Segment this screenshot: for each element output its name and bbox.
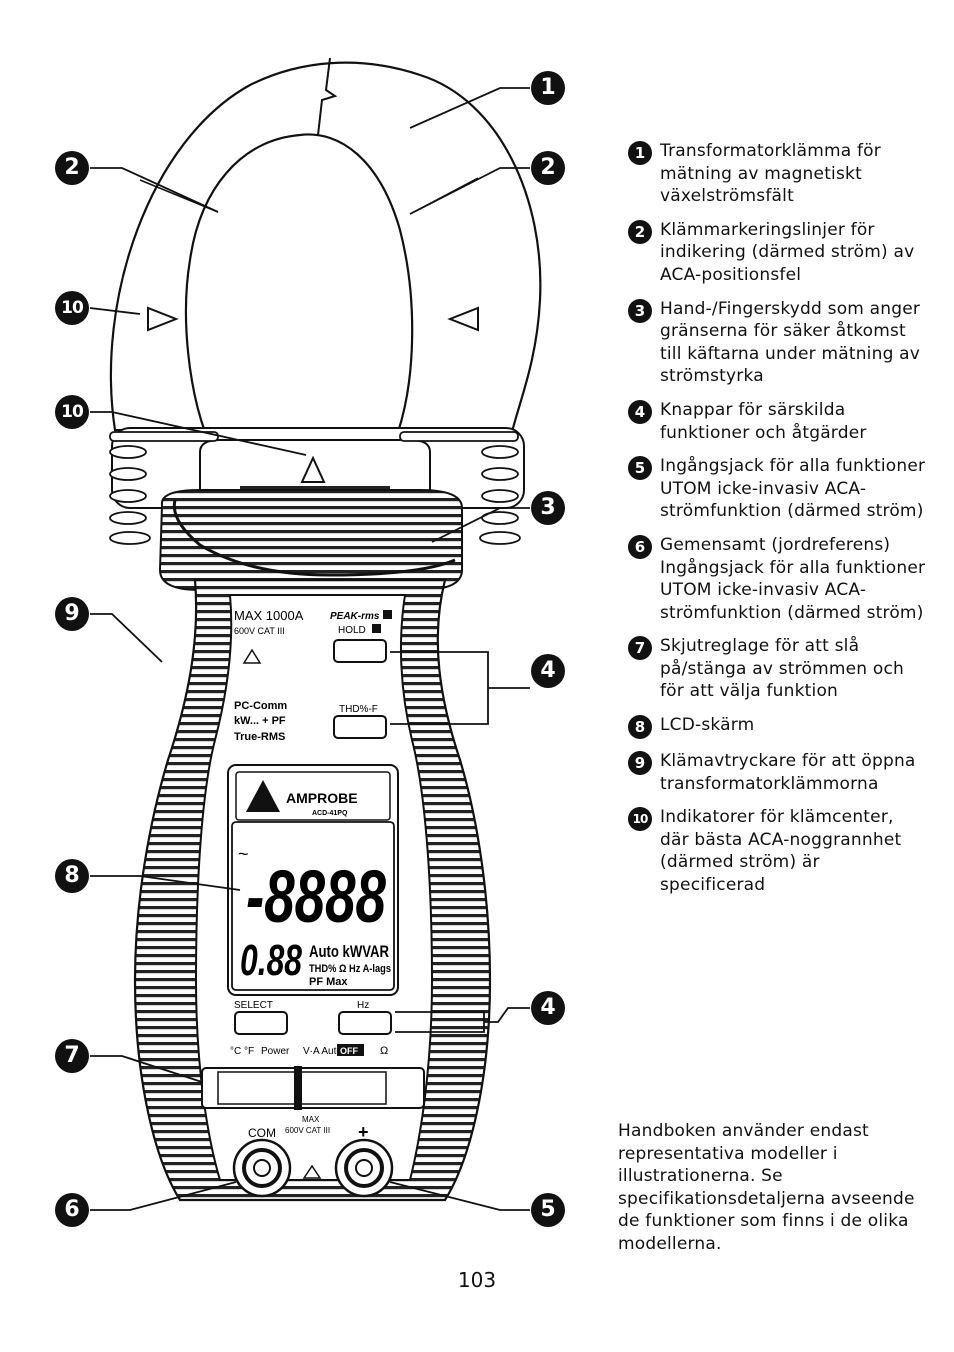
legend-item: 6 Gemensamt (jordreferens) Ingångsjack f… (628, 534, 928, 624)
lcd-units-2: THD% Ω Hz A-lags (309, 963, 391, 975)
representative-models-note: Handboken använder endast representativa… (618, 1121, 915, 1254)
thd-button[interactable] (333, 715, 387, 739)
legend-number: 1 (628, 141, 652, 165)
jack-max-label: MAX (302, 1115, 320, 1124)
trigger-outline (172, 499, 456, 577)
switch-label-va-auto: V·A Auto (303, 1046, 342, 1057)
callout-2-left: 2 (55, 151, 89, 185)
ac-symbol: ~ (238, 844, 249, 864)
legend-item: 2 Klämmarkeringslinjer för indikering (d… (628, 219, 928, 287)
amprobe-logo-icon (246, 780, 280, 812)
lcd-secondary-digits: 0.88 (240, 936, 302, 985)
callout-8: 8 (55, 859, 89, 893)
legend-text: Gemensamt (jordreferens) Ingångsjack för… (660, 534, 926, 623)
select-button[interactable] (234, 1011, 288, 1035)
lcd-screen (231, 821, 395, 991)
legend-text: Transformatorklämma för mätning av magne… (660, 141, 881, 207)
callout-10-upper: 10 (55, 291, 89, 325)
legend-item: 1 Transformatorklämma för mätning av mag… (628, 140, 928, 208)
legend-number: 8 (628, 715, 652, 740)
legend-text: Hand-/Fingerskydd som anger gränserna fö… (660, 298, 921, 387)
legend-text: Knappar för särskilda funktioner och åtg… (660, 399, 867, 443)
legend-item: 5 Ingångsjack för alla funktioner UTOM i… (628, 455, 928, 523)
hz-button[interactable] (338, 1011, 392, 1035)
legend-number: 10 (628, 807, 652, 832)
legend-number: 5 (628, 456, 652, 481)
legend-item: 3 Hand-/Fingerskydd som anger gränserna … (628, 298, 928, 388)
switch-label-off: OFF (340, 1046, 358, 1056)
legend-text: Indikatorer för klämcenter, där bästa AC… (660, 807, 902, 896)
switch-label-power: Power (261, 1046, 290, 1057)
hand-finger-guard (158, 489, 463, 591)
callout-4-upper: 4 (531, 654, 565, 688)
com-label: COM (248, 1126, 276, 1140)
legend-number: 4 (628, 399, 652, 424)
center-indicator-left (147, 306, 179, 332)
callout-6: 6 (55, 1193, 89, 1227)
legend-number: 6 (628, 534, 652, 559)
input-jack[interactable] (334, 1138, 394, 1198)
legend-list: 1 Transformatorklämma för mätning av mag… (628, 140, 928, 908)
callout-leaders (89, 87, 530, 1211)
legend-number: 3 (628, 298, 652, 323)
jaw-split-line (317, 57, 338, 136)
callout-10-lower: 10 (55, 395, 89, 429)
peak-rms-label: PEAK-rms (330, 611, 380, 622)
page-number: 103 (457, 1268, 497, 1292)
feature-kw-pf: kW... + PF (234, 715, 286, 727)
callout-1: 1 (531, 71, 565, 105)
callout-9: 9 (55, 597, 89, 631)
thd-label: THD%-F (339, 704, 378, 715)
feature-true-rms: True-RMS (234, 731, 285, 743)
legend-item: 9 Klämavtryckare för att öppna transform… (628, 750, 928, 795)
side-grips-left (109, 431, 219, 545)
center-indicator-right (447, 306, 479, 332)
legend-text: LCD-skärm (660, 715, 755, 736)
lcd-units-1: Auto kWVAR (309, 942, 389, 961)
callout-2-right: 2 (531, 151, 565, 185)
cat-rating-label: 600V CAT III (234, 626, 285, 636)
jack-cat-label: 600V CAT III (285, 1126, 330, 1135)
max-rating-label: MAX 1000A (234, 608, 304, 623)
select-label: SELECT (234, 1000, 273, 1011)
callout-7: 7 (55, 1039, 89, 1073)
legend-text: Klämmarkeringslinjer för indikering (där… (660, 219, 915, 285)
brand-label: AMPROBE (286, 790, 358, 806)
legend-item: 7 Skjutreglage för att slå på/stänga av … (628, 635, 928, 703)
lcd-main-digits: -8888 (246, 855, 387, 938)
hz-label: Hz (357, 1000, 369, 1011)
callout-4-lower: 4 (531, 991, 565, 1025)
legend-number: 2 (628, 219, 652, 244)
legend-item: 8 LCD-skärm (628, 714, 928, 740)
lcd-units-3: PF Max (309, 976, 348, 988)
center-indicator-bottom (300, 455, 326, 483)
legend-number: 7 (628, 636, 652, 661)
hold-label: HOLD (338, 625, 366, 636)
legend-item: 10 Indikatorer för klämcenter, där bästa… (628, 806, 928, 896)
model-label: ACD-41PQ (312, 810, 348, 817)
plus-label: + (358, 1122, 369, 1142)
switch-label-ohm: Ω (380, 1045, 388, 1057)
legend-item: 4 Knappar för särskilda funktioner och å… (628, 399, 928, 444)
side-grips-right (399, 431, 521, 545)
callout-5: 5 (531, 1193, 565, 1227)
legend-text: Klämavtryckare för att öppna transformat… (660, 751, 916, 794)
com-jack[interactable] (232, 1138, 292, 1198)
switch-label-temp: °C °F (230, 1046, 254, 1057)
legend-text: Skjutreglage för att slå på/stänga av st… (660, 636, 904, 702)
feature-pc-comm: PC-Comm (234, 700, 287, 712)
legend-text: Ingångsjack för alla funktioner UTOM ick… (660, 456, 926, 522)
transformer-jaw (109, 61, 542, 434)
callout-3: 3 (531, 491, 565, 525)
legend-number: 9 (628, 751, 652, 776)
hold-button[interactable] (333, 639, 387, 663)
warning-icon (242, 648, 262, 664)
